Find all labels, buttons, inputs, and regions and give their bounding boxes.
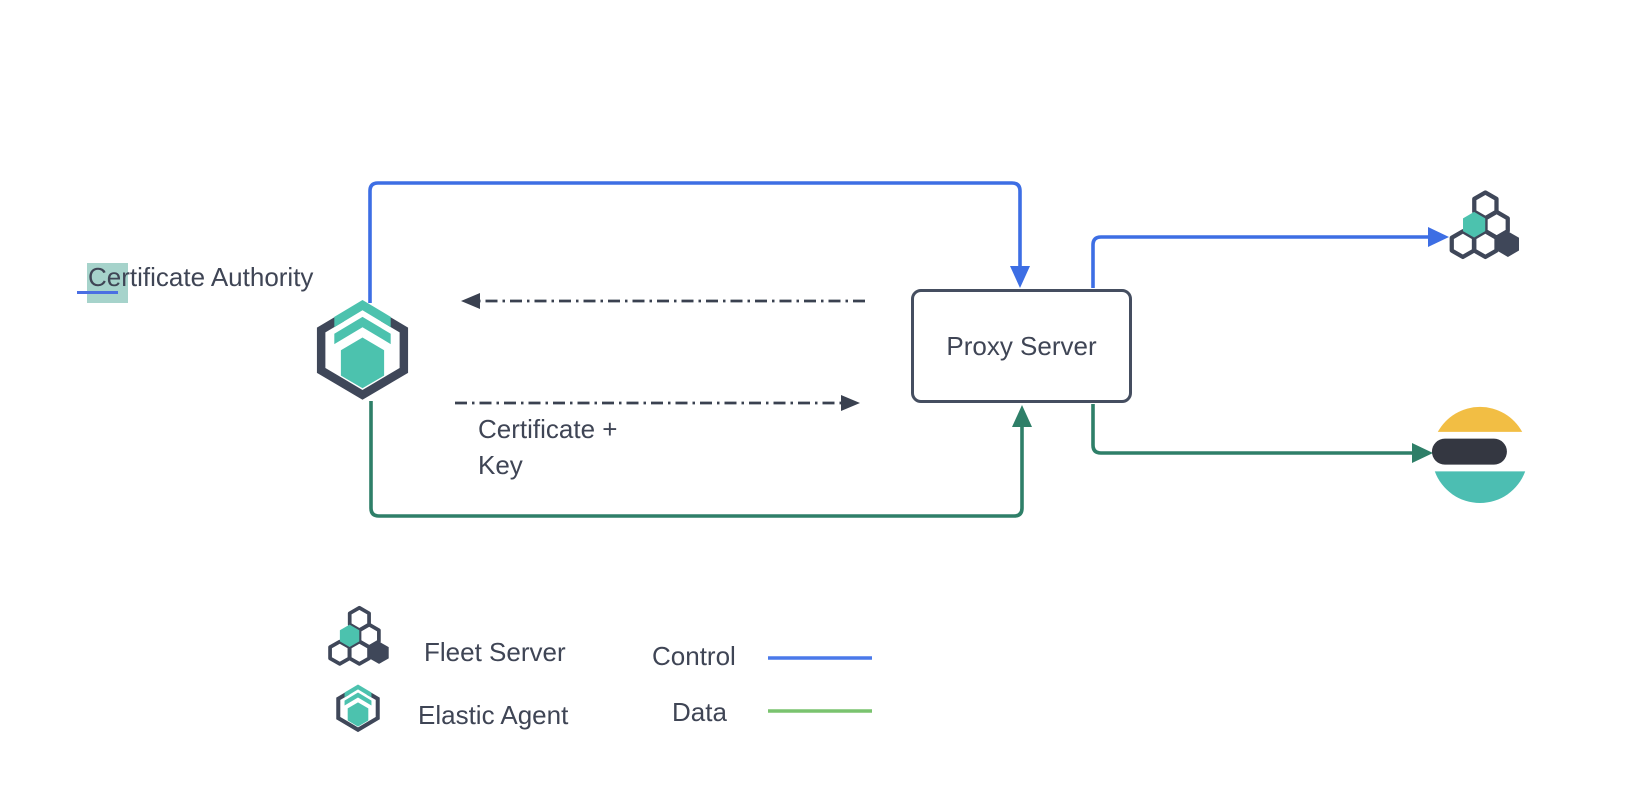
control-line-agent-to-proxy — [368, 181, 1030, 303]
proxy-server-node[interactable]: Proxy Server — [911, 289, 1132, 403]
legend-control-label: Control — [652, 641, 736, 671]
data-line-proxy-to-elasticsearch — [1091, 404, 1433, 463]
control-line-proxy-to-fleet — [1091, 227, 1449, 288]
dashed-arrow-proxy-to-agent — [461, 293, 865, 309]
dashed-arrow-agent-to-proxy — [455, 395, 860, 411]
legend-elastic-agent-label: Elastic Agent — [418, 700, 569, 730]
certificate-key-line1: Certificate + — [478, 414, 618, 444]
certificate-authority-label[interactable]: Certificate Authority — [88, 262, 314, 292]
data-line-agent-to-proxy — [369, 401, 1032, 518]
certificate-key-annotation: Certificate + Key — [478, 411, 617, 483]
certificate-key-line2: Key — [478, 450, 523, 480]
elasticsearch-icon — [1431, 406, 1526, 504]
fleet-server-icon — [1438, 188, 1525, 263]
text-cursor-underline — [77, 291, 118, 294]
text-selection-highlight — [87, 263, 128, 303]
legend-data-label: Data — [672, 697, 727, 727]
legend-fleet-server-icon — [328, 605, 391, 666]
proxy-server-label: Proxy Server — [946, 331, 1097, 361]
legend-elastic-agent-icon — [331, 684, 385, 736]
elastic-agent-icon — [306, 299, 419, 408]
legend-fleet-server-label: Fleet Server — [424, 637, 566, 667]
